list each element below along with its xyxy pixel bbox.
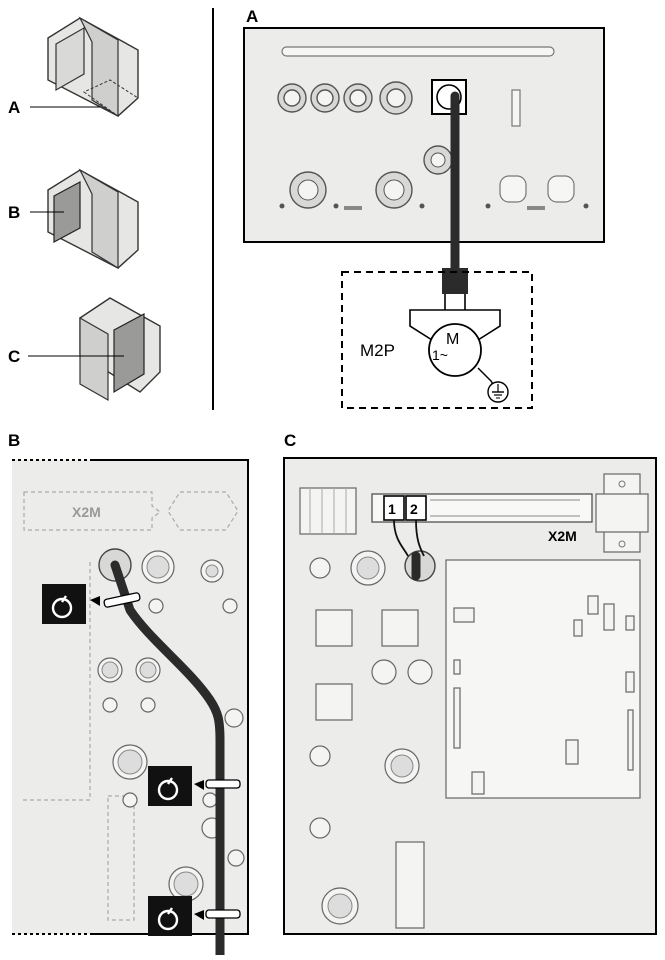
motor-phase: 1~: [432, 347, 448, 363]
label-c-bottom: C: [284, 431, 296, 450]
cable-b: [110, 560, 225, 960]
label-a-small: A: [8, 98, 20, 117]
cable-tie-icon: [148, 766, 204, 806]
terminal-1: 1: [388, 501, 396, 517]
detail-c-panel: [283, 457, 657, 935]
label-a-top: A: [246, 7, 258, 26]
terminal-2: 2: [410, 501, 418, 517]
motor-tag: M2P: [360, 341, 395, 360]
cable-tie-b3: [205, 909, 241, 919]
terminal-block-label-c: X2M: [548, 528, 577, 544]
cable-tie-icon: [42, 584, 100, 624]
motor-box: [341, 271, 533, 409]
detail-a-panel: [243, 27, 605, 243]
knockout-option-c: [28, 297, 161, 402]
label-c-small: C: [8, 347, 20, 366]
ground-icon: [487, 381, 509, 403]
terminal-block-label-b: X2M: [72, 504, 101, 520]
cable-tie-b2: [205, 779, 241, 789]
cable-tie-b1: [103, 592, 141, 608]
motor-symbol-m: M: [446, 331, 459, 348]
knockout-option-a: [30, 16, 139, 118]
knockout-option-b: [30, 168, 139, 270]
cable-tie-icon: [148, 896, 204, 936]
label-b-bottom: B: [8, 431, 20, 450]
label-b-small: B: [8, 203, 20, 222]
